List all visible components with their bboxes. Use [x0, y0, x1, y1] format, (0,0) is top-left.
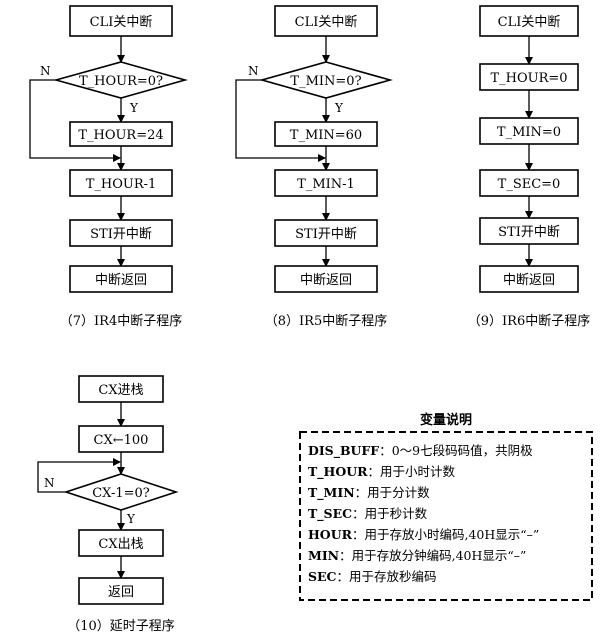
ir6-caption: （9）IR6中断子程序: [468, 314, 590, 329]
ir4-set24-box: [69, 121, 173, 147]
ir4-dec-label: T_HOUR-1: [86, 177, 157, 192]
ir5-dec-label: T_MIN-1: [297, 177, 355, 192]
ir6-min-box: [479, 117, 579, 145]
ir6-sti-box: [479, 217, 579, 245]
ir4-caption: （7）IR4中断子程序: [60, 314, 182, 329]
ir5-flowchart: CLI关中断 T_MIN=0? Y N T_MIN=60 T_MIN-1 STI…: [235, 5, 393, 329]
ir4-yes-label: Y: [129, 101, 139, 115]
ir4-decision: [53, 61, 188, 99]
ir4-decision-label: T_HOUR=0?: [79, 74, 163, 89]
ir6-sec-label: T_SEC=0: [498, 177, 561, 192]
ir5-no-label: N: [248, 64, 259, 78]
variable-desc: ：0～9七段码码值，共阴极: [379, 443, 533, 458]
variable-name: T_HOUR: [308, 464, 368, 480]
variable-item: DIS_BUFF：0～9七段码码值，共阴极: [308, 443, 533, 459]
ir4-no-label: N: [40, 64, 51, 78]
variable-item: MIN：用于存放分钟编码,40H显示“–”: [308, 548, 526, 563]
ir5-set60-box: [274, 121, 378, 147]
delay-push-box: [78, 375, 164, 403]
delay-caption: （10）延时子程序: [67, 619, 175, 634]
delay-set-label: CX←100: [94, 433, 149, 448]
ir6-return-label: 中断返回: [503, 273, 555, 288]
variable-name: MIN: [308, 548, 339, 563]
ir4-return-box: [69, 265, 173, 293]
variable-name: T_SEC: [308, 506, 352, 522]
ir5-decision-label: T_MIN=0?: [290, 74, 361, 89]
ir5-return-label: 中断返回: [300, 273, 352, 288]
variable-name: DIS_BUFF: [308, 443, 379, 459]
ir6-min-label: T_MIN=0: [497, 125, 561, 140]
ir4-flowchart: CLI关中断 T_HOUR=0? Y N T_HOUR=24 T_HOUR-1 …: [29, 5, 188, 329]
ir6-cli-label: CLI关中断: [498, 15, 561, 30]
ir4-return-label: 中断返回: [95, 273, 147, 288]
delay-return-box: [78, 577, 164, 605]
delay-push-label: CX进栈: [98, 383, 143, 398]
ir5-sti-box: [274, 219, 378, 247]
delay-decision-label: CX-1=0?: [92, 486, 150, 501]
variable-name: SEC: [308, 569, 337, 584]
ir6-cli-box: [479, 5, 579, 37]
ir5-cli-label: CLI关中断: [295, 15, 358, 30]
variable-desc: ：用于存放秒编码: [337, 569, 437, 584]
variable-item: T_HOUR：用于小时计数: [308, 464, 456, 480]
ir5-sti-label: STI开中断: [295, 227, 357, 242]
ir4-sti-box: [69, 219, 173, 247]
delay-set-box: [78, 425, 164, 453]
ir6-sec-box: [479, 169, 579, 197]
variable-desc: ：用于小时计数: [368, 464, 456, 479]
ir5-cli-box: [274, 5, 378, 37]
variable-item: HOUR：用于存放小时编码,40H显示“–”: [308, 527, 539, 542]
delay-pop-label: CX出栈: [98, 537, 143, 552]
ir6-return-box: [479, 265, 579, 293]
delay-decision: [63, 473, 179, 511]
delay-return-label: 返回: [108, 585, 134, 600]
delay-no-label: N: [44, 476, 55, 490]
ir5-dec-box: [274, 169, 378, 197]
ir4-dec-box: [69, 169, 173, 197]
variable-list: DIS_BUFF：0～9七段码码值，共阴极T_HOUR：用于小时计数T_MIN：…: [308, 443, 539, 584]
variable-desc: ：用于分计数: [355, 485, 431, 500]
variable-desc: ：用于存放分钟编码,40H显示“–”: [339, 548, 526, 563]
variable-item: T_MIN：用于分计数: [308, 485, 430, 501]
ir5-return-box: [274, 265, 378, 293]
ir5-yes-label: Y: [334, 101, 344, 115]
delay-yes-label: Y: [126, 512, 136, 526]
variable-desc: ：用于存放小时编码,40H显示“–”: [352, 527, 539, 542]
ir5-set60-label: T_MIN=60: [290, 128, 362, 143]
ir4-set24-label: T_HOUR=24: [78, 128, 163, 143]
delay-flowchart: CX进栈 CX←100 CX-1=0? Y N CX出栈 返回 （10）延时子程…: [37, 375, 179, 634]
ir6-hour-box: [479, 63, 579, 91]
variable-legend-frame: [299, 431, 593, 601]
ir5-decision: [259, 61, 393, 99]
variable-item: T_SEC：用于秒计数: [308, 506, 428, 522]
variable-name: HOUR: [308, 527, 353, 542]
delay-pop-box: [78, 529, 164, 557]
ir6-hour-label: T_HOUR=0: [490, 71, 567, 86]
variable-desc: ：用于秒计数: [352, 506, 428, 521]
variable-name: T_MIN: [308, 485, 355, 501]
ir4-cli-label: CLI关中断: [90, 15, 153, 30]
ir4-sti-label: STI开中断: [90, 227, 152, 242]
ir4-cli-box: [69, 5, 173, 37]
ir6-flowchart: CLI关中断 T_HOUR=0 T_MIN=0 T_SEC=0 STI开中断 中…: [468, 5, 590, 329]
variable-item: SEC：用于存放秒编码: [308, 569, 437, 584]
ir5-caption: （8）IR5中断子程序: [265, 314, 387, 329]
variable-legend: 变量说明 DIS_BUFF：0～9七段码码值，共阴极T_HOUR：用于小时计数T…: [299, 412, 593, 601]
ir6-sti-label: STI开中断: [498, 225, 560, 240]
variable-legend-title: 变量说明: [420, 412, 472, 428]
